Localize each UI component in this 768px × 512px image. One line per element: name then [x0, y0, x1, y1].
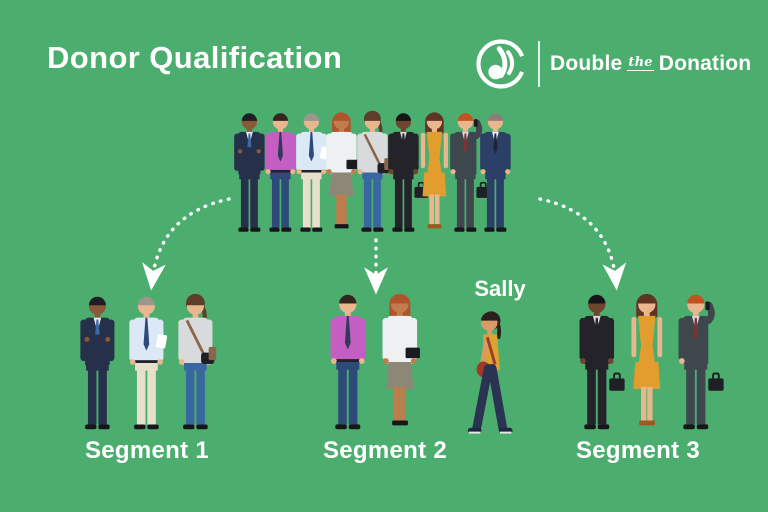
man-navy-suit-gray-hair-illustration [480, 113, 512, 232]
brand-word-double: Double [550, 52, 623, 75]
segment-3-label: Segment 3 [575, 437, 701, 464]
man-charcoal-suit-phone-illustration [449, 113, 490, 232]
man-magenta-shirt-illustration [264, 113, 296, 232]
man-black-suit-briefcase-illustration [388, 113, 428, 232]
brand-name: Double the Donation [550, 52, 751, 76]
segment-1-group [73, 292, 219, 434]
segment-1-label: Segment 1 [84, 437, 210, 464]
woman-orange-dress-illustration [420, 112, 448, 229]
man-navy-suit-crossed-arms-illustration [80, 296, 115, 430]
brand-word-the: the [627, 55, 654, 71]
sally-figure [462, 308, 520, 454]
logo-divider [538, 41, 540, 87]
arrow-to-segment-1 [142, 197, 231, 291]
woman-gray-skirt-tablet-illustration [326, 112, 360, 229]
woman-gray-skirt-tablet-illustration [382, 293, 420, 426]
woman-orange-dress-illustration [631, 293, 662, 426]
donor-crowd-illustration [234, 109, 512, 236]
man-magenta-shirt-illustration [330, 294, 366, 430]
brand-word-donation: Donation [658, 52, 752, 75]
man-charcoal-suit-phone-illustration [678, 294, 724, 430]
segment-3-group [572, 290, 724, 434]
man-navy-suit-crossed-arms-illustration [234, 113, 265, 232]
man-blue-shirt-papers-illustration [295, 113, 330, 232]
sally-walker-illustration [467, 311, 513, 434]
man-blue-shirt-papers-illustration [129, 296, 168, 430]
woman-jeans-bag-illustration [177, 293, 216, 430]
arrow-to-segment-3 [538, 197, 627, 291]
double-the-donation-icon [476, 39, 526, 89]
brand-logo: Double the Donation [474, 37, 751, 91]
segment-2-group [322, 290, 425, 434]
man-black-suit-briefcase-illustration [579, 294, 625, 430]
segment-2-label: Segment 2 [322, 437, 448, 464]
sally-label: Sally [474, 276, 526, 301]
page-title: Donor Qualification [47, 40, 343, 75]
woman-jeans-bag-illustration [357, 110, 392, 232]
